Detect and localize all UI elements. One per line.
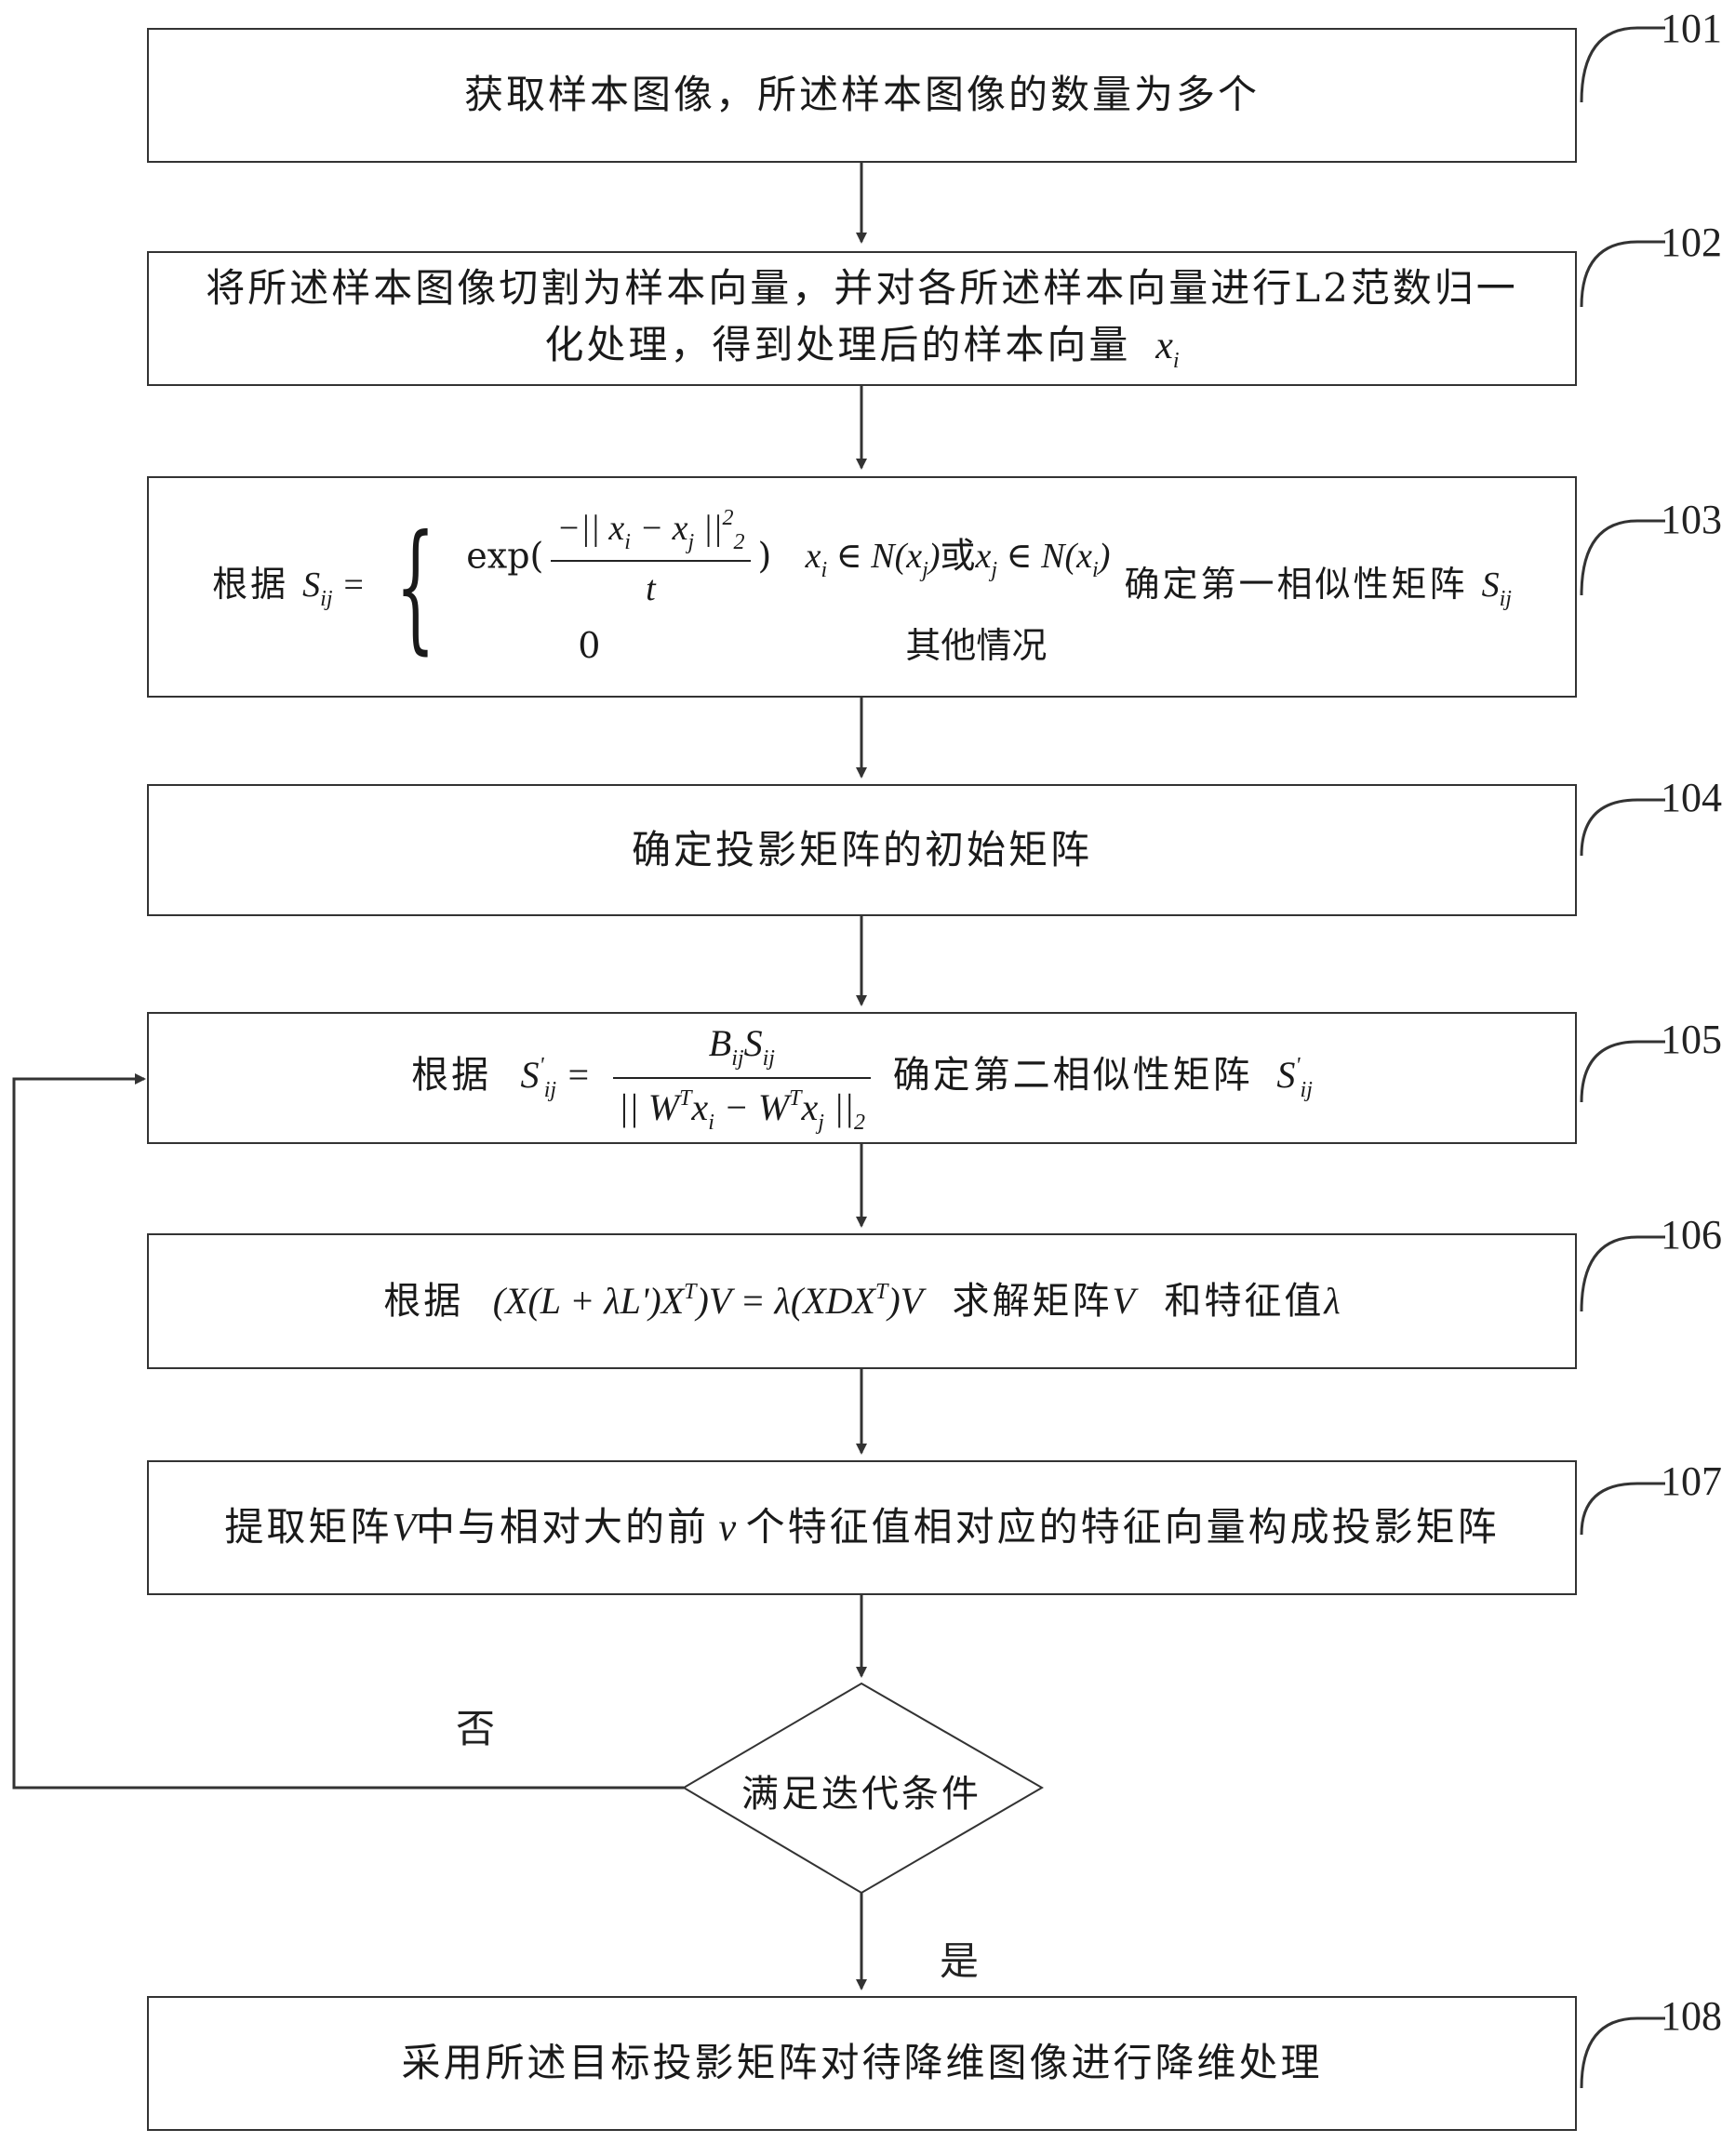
- step-number-106: 106: [1661, 1212, 1722, 1258]
- exp-label: exp(: [466, 534, 544, 576]
- step-107-part3: 个特征值相对应的特征向量构成投影矩阵: [745, 1503, 1500, 1550]
- first-similarity-symbol: Sij: [1481, 565, 1512, 611]
- decision-yes-label: 是: [940, 1938, 980, 1984]
- leader-107: [1580, 1482, 1665, 1536]
- step-103-prefix: 根据: [212, 563, 289, 605]
- step-box-106: 根据 (X(L + λL')XT)V = λ(XDXT)V 求解矩阵V 和特征值…: [147, 1233, 1577, 1369]
- step-number-103: 103: [1661, 497, 1722, 542]
- step-number-105: 105: [1661, 1017, 1722, 1062]
- second-similarity-symbol: S'ij: [1267, 1054, 1313, 1102]
- step-text-108: 采用所述目标投影矩阵对待降维图像进行降维处理: [401, 2040, 1323, 2086]
- step-number-104: 104: [1661, 775, 1722, 820]
- step-105-prefix: 根据: [411, 1054, 492, 1097]
- leader-103: [1580, 519, 1665, 596]
- step-106-suffix: 和特征值: [1164, 1280, 1325, 1323]
- leader-108: [1580, 2016, 1665, 2089]
- step-number-101: 101: [1661, 6, 1722, 51]
- eigen-equation: (X(L + λL')XT)V = λ(XDXT)V: [492, 1280, 924, 1322]
- decision-text: 满足迭代条件: [741, 1773, 981, 1816]
- leader-104: [1580, 798, 1665, 857]
- step-number-108: 108: [1661, 1993, 1722, 2039]
- step-105-suffix: 确定第二相似性矩阵: [892, 1054, 1253, 1097]
- step-107-part1: 提取矩阵: [224, 1503, 393, 1550]
- step-text-104: 确定投影矩阵的初始矩阵: [631, 826, 1092, 872]
- step-107-part2: 中与相对大的前: [415, 1503, 709, 1550]
- step-text-102-line1: 将所述样本图像切割为样本向量，并对各所述样本向量进行L2范数归一: [206, 264, 1518, 311]
- step-box-105: 根据 S'ij = BijSij|| WTxi − WTxj ||2 确定第二相…: [147, 1012, 1577, 1144]
- step-number-102: 102: [1661, 220, 1722, 265]
- case2-condition: 其他情况: [905, 625, 1048, 667]
- step-103-suffix: 确定第一相似性矩阵: [1124, 563, 1468, 605]
- second-similarity-formula-lhs: S'ij =: [520, 1054, 592, 1102]
- step-106-prefix: 根据: [383, 1280, 464, 1323]
- leader-106: [1580, 1235, 1665, 1312]
- piecewise-brace: {: [394, 506, 437, 668]
- loop-back-line: [12, 1073, 684, 1790]
- step-number-107: 107: [1661, 1458, 1722, 1504]
- step-text-101: 获取样本图像，所述样本图像的数量为多个: [463, 72, 1260, 118]
- decision-diamond: [682, 1682, 1044, 1895]
- step-106-mid: 求解矩阵: [952, 1280, 1113, 1323]
- or-label: 或: [940, 534, 976, 576]
- step-box-102: 将所述样本图像切割为样本向量，并对各所述样本向量进行L2范数归一 化处理，得到处…: [147, 251, 1577, 386]
- first-similarity-formula-lhs: Sij =: [302, 565, 366, 611]
- sample-vector-symbol: xi: [1145, 324, 1180, 373]
- leader-101: [1580, 26, 1665, 103]
- step-box-108: 采用所述目标投影矩阵对待降维图像进行降维处理: [147, 1996, 1577, 2131]
- leader-102: [1580, 240, 1665, 308]
- step-box-107: 提取矩阵V中与相对大的前 v 个特征值相对应的特征向量构成投影矩阵: [147, 1460, 1577, 1595]
- second-similarity-fraction: BijSij|| WTxi − WTxj ||2: [612, 1017, 871, 1139]
- case2-value: 0: [578, 625, 601, 667]
- step-box-101: 获取样本图像，所述样本图像的数量为多个: [147, 28, 1577, 163]
- step-box-104: 确定投影矩阵的初始矩阵: [147, 784, 1577, 916]
- step-text-102-line2: 化处理，得到处理后的样本向量: [544, 321, 1131, 367]
- decision-no-label: 否: [456, 1706, 496, 1751]
- leader-105: [1580, 1040, 1665, 1103]
